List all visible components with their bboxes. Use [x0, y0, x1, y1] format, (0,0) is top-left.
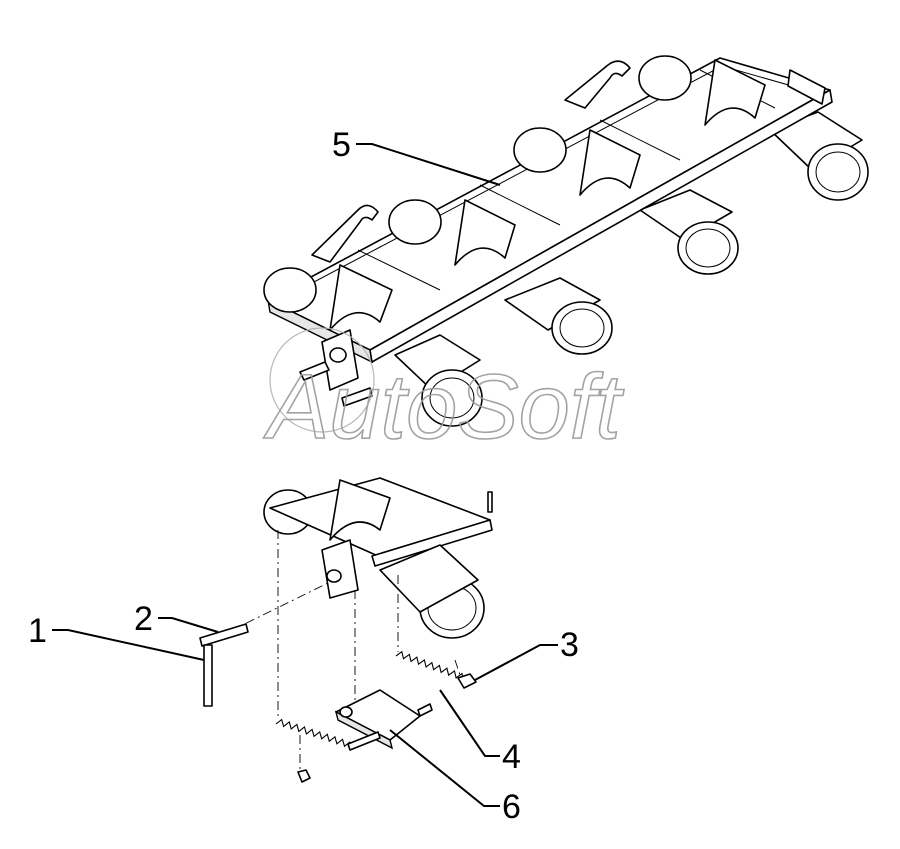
- left-spring: [275, 718, 351, 748]
- callout-1: 1: [28, 612, 205, 661]
- callout-6: 6: [389, 729, 521, 826]
- main-trough-assembly: [263, 55, 869, 427]
- callout-3: 3: [474, 626, 579, 681]
- watermark-text: AutoSoft: [263, 356, 624, 458]
- bracket-6: [334, 689, 433, 751]
- nut-3: [457, 673, 477, 689]
- callout-2: 2: [134, 600, 219, 638]
- long-pin: [199, 623, 249, 647]
- right-spring: [395, 650, 470, 682]
- svg-text:1: 1: [28, 612, 47, 650]
- callout-5: 5: [332, 126, 501, 186]
- callout-4: 4: [439, 689, 521, 776]
- small-nut: [297, 769, 311, 783]
- svg-text:2: 2: [134, 600, 153, 638]
- exploded-detail-section: [199, 477, 493, 783]
- svg-text:6: 6: [502, 788, 521, 826]
- svg-text:4: 4: [502, 738, 521, 776]
- svg-text:3: 3: [560, 626, 579, 664]
- autosoft-watermark: AutoSoft: [262, 327, 625, 459]
- small-pin: [203, 644, 213, 707]
- svg-text:5: 5: [332, 126, 351, 164]
